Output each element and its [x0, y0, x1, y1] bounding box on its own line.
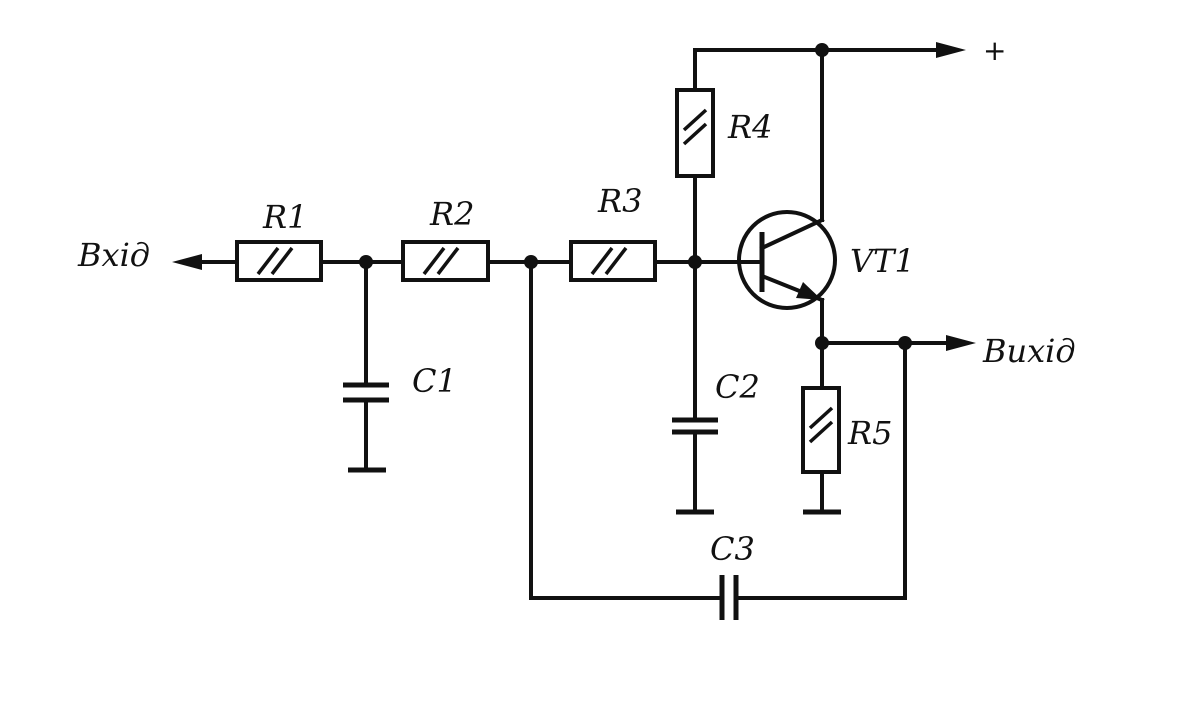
label-input: Вхід	[77, 236, 150, 274]
capacitor-c2	[672, 417, 718, 435]
resistor-r2	[401, 240, 490, 282]
grounds	[348, 467, 841, 515]
label-r2: R2	[429, 195, 474, 233]
label-c2: C2	[715, 368, 760, 406]
arrows	[172, 42, 976, 351]
junction-c1	[359, 255, 373, 269]
label-c1: C1	[412, 362, 457, 400]
capacitor-c3	[719, 575, 739, 620]
capacitor-c1	[343, 382, 389, 403]
resistor-r4	[675, 88, 715, 178]
resistor-r3	[569, 240, 657, 282]
junctions	[359, 43, 912, 350]
label-c3: C3	[710, 530, 755, 568]
label-r5: R5	[847, 414, 892, 452]
transistor-vt1	[737, 210, 837, 310]
transistor-emitter-arrow	[796, 282, 822, 300]
label-r1: R1	[262, 198, 307, 236]
transistor-collector-lead	[759, 217, 825, 251]
supply-arrow	[936, 42, 966, 58]
label-output: Вихід	[982, 332, 1076, 370]
labels: Вхід Вихід + R1 R2 R3 R4 R5 C1 C2 C3 VT1	[77, 34, 1076, 568]
junction-output	[898, 336, 912, 350]
resistor-r1	[235, 240, 323, 282]
label-vt1: VT1	[850, 242, 915, 280]
junction-feedback	[524, 255, 538, 269]
label-r4: R4	[727, 108, 772, 146]
junction-supply	[815, 43, 829, 57]
junction-emitter	[815, 336, 829, 350]
resistor-r5	[801, 386, 841, 474]
output-arrow	[946, 335, 976, 351]
label-r3: R3	[597, 182, 642, 220]
wires	[193, 48, 952, 600]
junction-base	[688, 255, 702, 269]
label-supply: +	[983, 34, 1006, 67]
input-arrow	[172, 254, 202, 270]
